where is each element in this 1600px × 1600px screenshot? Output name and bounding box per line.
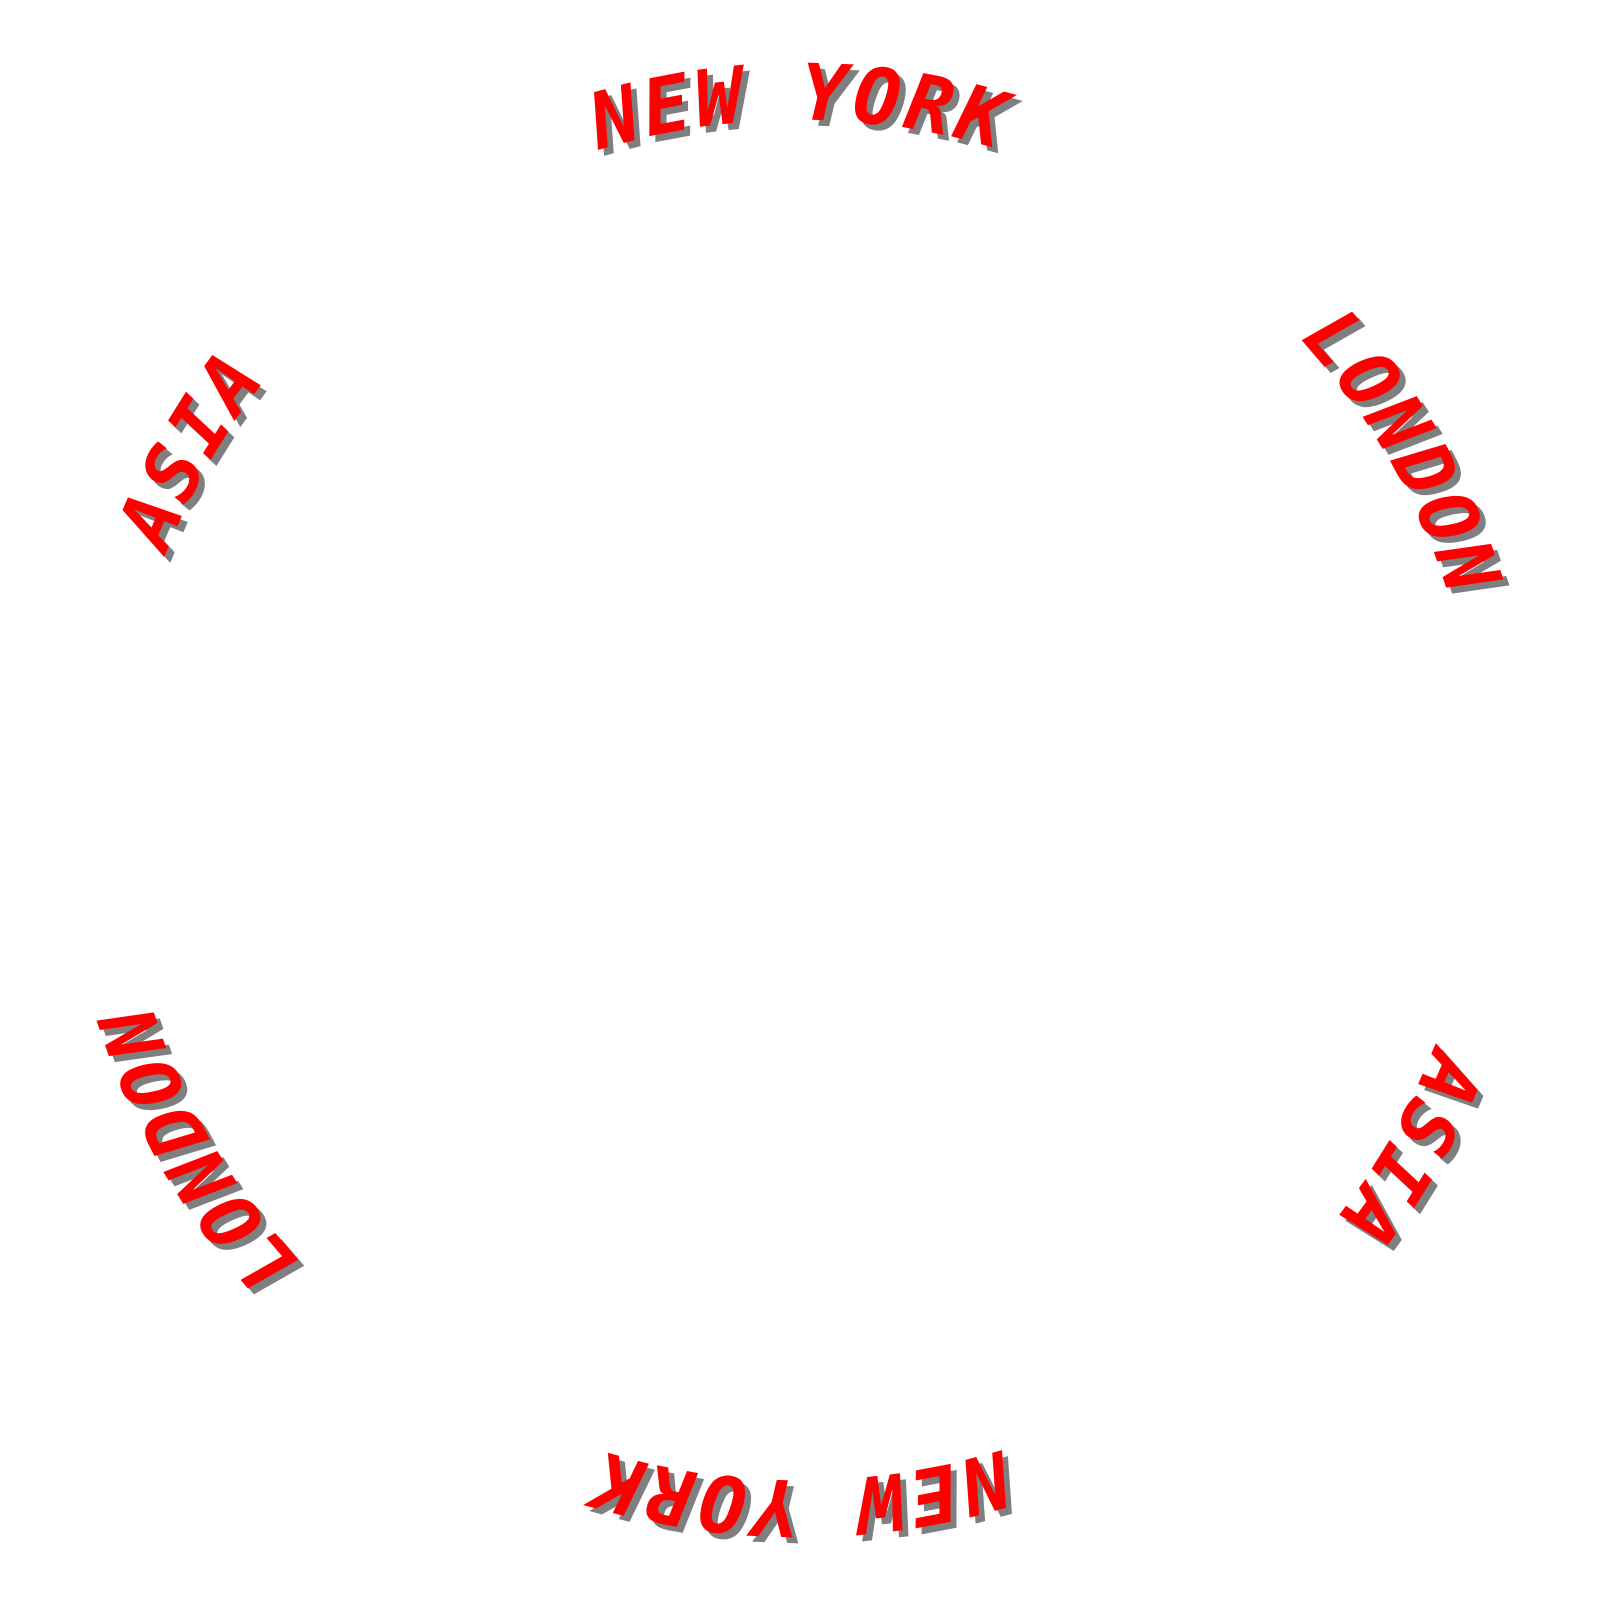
- ring-word-london: LONDON: [82, 993, 315, 1309]
- ring-word-text: LONDON: [82, 993, 311, 1309]
- ring-word-london: LONDON: [1285, 292, 1518, 608]
- ring-word-text: LONDON: [1285, 292, 1514, 608]
